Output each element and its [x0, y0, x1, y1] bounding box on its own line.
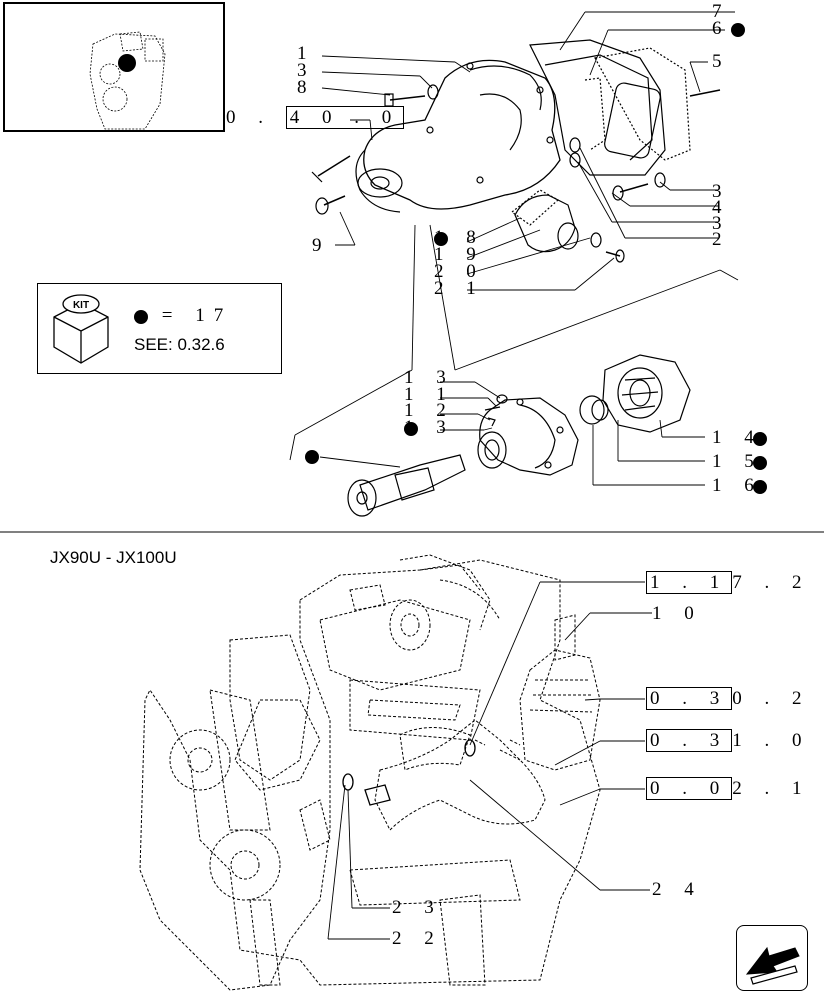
- ref-0-30-2-boxed: 0 . 3: [646, 687, 733, 710]
- leader-lines-top: [289, 11, 739, 461]
- callout-6-number: 6: [712, 18, 731, 39]
- callout-6: 6: [712, 19, 745, 39]
- ref-1-17-2-boxed: 1 . 1: [646, 571, 733, 594]
- callout-23: 2 3: [392, 897, 443, 918]
- callout-7: 7: [712, 1, 731, 22]
- engine-thumbnail[interactable]: [3, 2, 225, 132]
- callout-3b: 3: [712, 181, 731, 202]
- callout-18: 1 8: [434, 228, 485, 248]
- kit-cube-icon: KIT: [53, 294, 109, 364]
- callout-13b-number: 1 3: [404, 417, 455, 438]
- ref-40-0[interactable]: 0 . 4 0 . 0: [226, 106, 405, 129]
- callout-20: 2 0: [434, 261, 485, 282]
- arrow-nav-icon: [745, 946, 800, 985]
- callout-10: 1 0: [652, 603, 703, 624]
- leader-lines-bottom: [327, 581, 652, 940]
- kit-dot-icon: [730, 22, 745, 37]
- kit-dot-icon: [752, 431, 767, 446]
- callout-15: 1 5: [712, 452, 767, 472]
- ref-0-31-0-rest: 1 . 0: [732, 730, 811, 751]
- kit-legend-box: KIT: [37, 283, 282, 374]
- ref-0-02-1-boxed: 0 . 0: [646, 777, 733, 800]
- callout-24: 2 4: [652, 879, 703, 900]
- ref-40-0-boxed: 4 0 . 0: [285, 106, 405, 129]
- ref-1-17-2-rest: 7 . 2: [732, 572, 811, 593]
- callout-11: 1 1: [404, 384, 455, 405]
- callout-16: 1 6: [712, 476, 767, 496]
- callout-21: 2 1: [434, 278, 485, 299]
- callout-2: 2: [712, 229, 731, 250]
- kit-dot-icon: [305, 450, 319, 464]
- callout-8: 8: [297, 77, 316, 98]
- leader-lines-middle: [319, 381, 705, 486]
- model-title: JX90U - JX100U: [50, 548, 177, 567]
- ref-0-30-2-rest: 0 . 2: [732, 688, 811, 709]
- engine-drawing: [139, 554, 601, 991]
- callout-16-number: 1 6: [712, 475, 763, 496]
- kit-dot-icon: [134, 309, 148, 324]
- callout-1: 1: [297, 43, 316, 64]
- callout-4: 4: [712, 197, 731, 218]
- engine-callout-parts: [342, 739, 476, 806]
- callout-13: 1 3: [404, 367, 455, 388]
- callout-19: 1 9: [434, 244, 485, 265]
- callout-5: 5: [712, 51, 731, 72]
- ref-0-02-1-rest: 2 . 1: [732, 778, 811, 799]
- callout-3: 3: [297, 60, 316, 81]
- callout-14: 1 4: [712, 428, 767, 448]
- pump-parts-drawing: [347, 354, 691, 517]
- kit-see-reference[interactable]: SEE: 0.32.6: [134, 335, 225, 354]
- callout-14-number: 1 4: [712, 427, 763, 448]
- engine-thumbnail-icon: [89, 31, 166, 130]
- ref-40-0-prefix: 0 .: [226, 107, 272, 128]
- kit-dot-icon: [752, 455, 767, 470]
- callout-15-number: 1 5: [712, 451, 763, 472]
- callout-13b: 1 3: [404, 418, 455, 438]
- callout-9: 9: [312, 235, 331, 256]
- kit-equals-value: = 17: [161, 305, 233, 326]
- callout-22: 2 2: [392, 928, 443, 949]
- kit-icon-label: KIT: [73, 300, 89, 311]
- previous-page-button[interactable]: [736, 925, 808, 991]
- kit-equals-line: = 17: [134, 305, 232, 327]
- kit-dot-icon: [434, 231, 448, 246]
- water-pump-drawing: [311, 39, 721, 263]
- kit-dot-icon: [752, 479, 767, 494]
- callout-3c: 3: [712, 213, 731, 234]
- kit-dot-icon: [404, 421, 418, 436]
- callout-12: 1 2: [404, 400, 455, 421]
- ref-0-31-0-boxed: 0 . 3: [646, 729, 733, 752]
- callout-18-number: 1 8: [434, 227, 485, 248]
